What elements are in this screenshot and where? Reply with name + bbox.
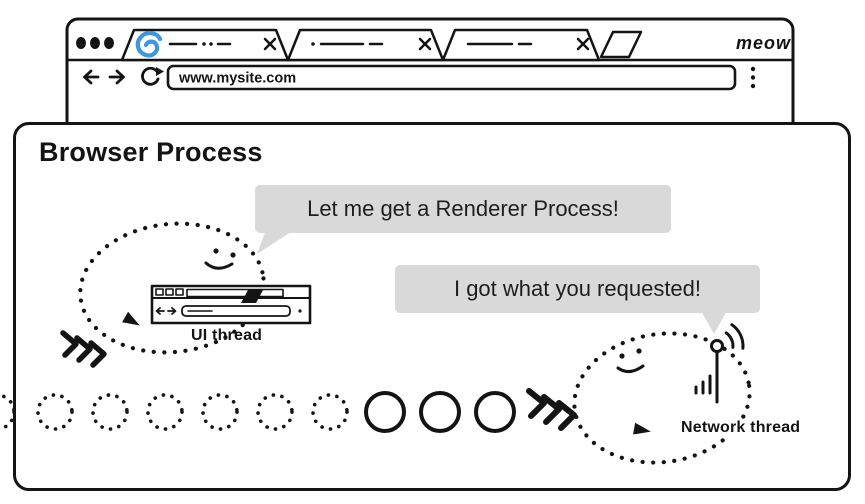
speech-bubble-network-text: I got what you requested! <box>453 276 702 301</box>
brand-meow-text: meow <box>736 33 791 53</box>
browser-tab-1[interactable] <box>120 28 290 62</box>
close-x-icon[interactable] <box>263 37 277 51</box>
reload-icon[interactable] <box>141 66 164 86</box>
tab-title-scribble <box>311 42 384 46</box>
speech-bubble-network: I got what you requested! <box>395 265 760 313</box>
url-text[interactable]: www.mysite.com <box>178 71 296 87</box>
browser-tab-3[interactable] <box>441 28 601 62</box>
tab-title-scribble <box>168 42 232 46</box>
forward-arrow-icon[interactable] <box>108 69 125 85</box>
swirl-logo-icon <box>135 31 163 58</box>
window-control-dots[interactable] <box>76 37 114 49</box>
browser-tab-2[interactable] <box>286 28 445 62</box>
network-thread-label: Network thread <box>678 419 804 437</box>
back-arrow-icon[interactable] <box>83 69 100 85</box>
speech-bubble-ui-text: Let me get a Renderer Process! <box>307 196 619 221</box>
kebab-menu-icon[interactable] <box>750 66 756 89</box>
close-x-icon[interactable] <box>418 37 432 51</box>
speech-bubble-ui: Let me get a Renderer Process! <box>255 185 671 233</box>
close-x-icon[interactable] <box>576 37 590 51</box>
browser-window: meow www.mysite.com <box>65 17 795 136</box>
new-tab-icon[interactable] <box>599 30 643 59</box>
panel-title: Browser Process <box>39 137 263 167</box>
ui-thread-label: UI thread <box>191 327 263 344</box>
url-input[interactable] <box>166 64 737 91</box>
